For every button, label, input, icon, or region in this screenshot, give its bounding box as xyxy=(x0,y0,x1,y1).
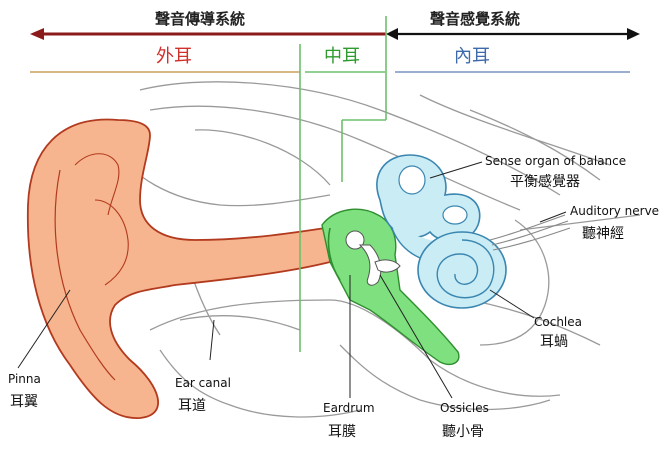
balance-label-zh: 平衡感覺器 xyxy=(510,173,580,190)
leader-pinna xyxy=(17,289,71,369)
outer-ear xyxy=(26,118,349,419)
balance-label-en: Sense organ of balance xyxy=(485,154,626,168)
nerve-label-en: Auditory nerve xyxy=(570,204,659,218)
cochlea-label-en: Cochlea xyxy=(534,315,582,329)
middle-ear-label: 中耳 xyxy=(324,46,360,67)
leader-balance xyxy=(429,161,483,179)
cochlea-label-zh: 耳蝸 xyxy=(540,334,568,350)
canal-label-zh: 耳道 xyxy=(178,398,206,414)
eardrum-membrane xyxy=(327,227,341,281)
nerve-label-zh: 聽神經 xyxy=(582,226,624,242)
pinna-helix-fold xyxy=(74,153,120,216)
auditory-nerve-fibres xyxy=(489,214,571,251)
pinna-label-en: Pinna xyxy=(8,372,41,386)
pinna-label-zh: 耳翼 xyxy=(10,394,38,410)
region-dividers xyxy=(299,16,387,352)
ossicles-label-en: Ossicles xyxy=(440,401,489,415)
canal-loop-side xyxy=(442,205,468,225)
conduction-header: 聲音傳導系統 xyxy=(155,10,245,28)
sensory-arrow xyxy=(386,28,640,40)
leader-canal xyxy=(209,319,215,361)
pinna-shape xyxy=(26,118,349,419)
eardrum-label-en: Eardrum xyxy=(323,401,375,415)
middle-ear xyxy=(321,208,460,366)
inner-ear xyxy=(376,154,571,309)
ossicles-shape xyxy=(345,230,401,286)
pinna-inner-fold xyxy=(54,169,116,381)
inner-ear-label: 內耳 xyxy=(454,46,490,67)
leader-lines xyxy=(17,161,567,399)
leader-nerve xyxy=(539,211,567,223)
ossicles-label-zh: 聽小骨 xyxy=(442,424,484,440)
cochlea-shape xyxy=(417,231,507,309)
leader-cochlea xyxy=(489,289,535,319)
conduction-arrow xyxy=(30,28,386,40)
canal-label-en: Ear canal xyxy=(175,376,231,390)
pinna-concha xyxy=(94,199,129,286)
outer-ear-label: 外耳 xyxy=(156,46,192,67)
leader-ossicles xyxy=(379,274,453,399)
sensory-header: 聲音感覺系統 xyxy=(430,10,520,28)
eardrum-label-zh: 耳膜 xyxy=(328,424,356,440)
canal-loop-upper xyxy=(398,165,426,195)
